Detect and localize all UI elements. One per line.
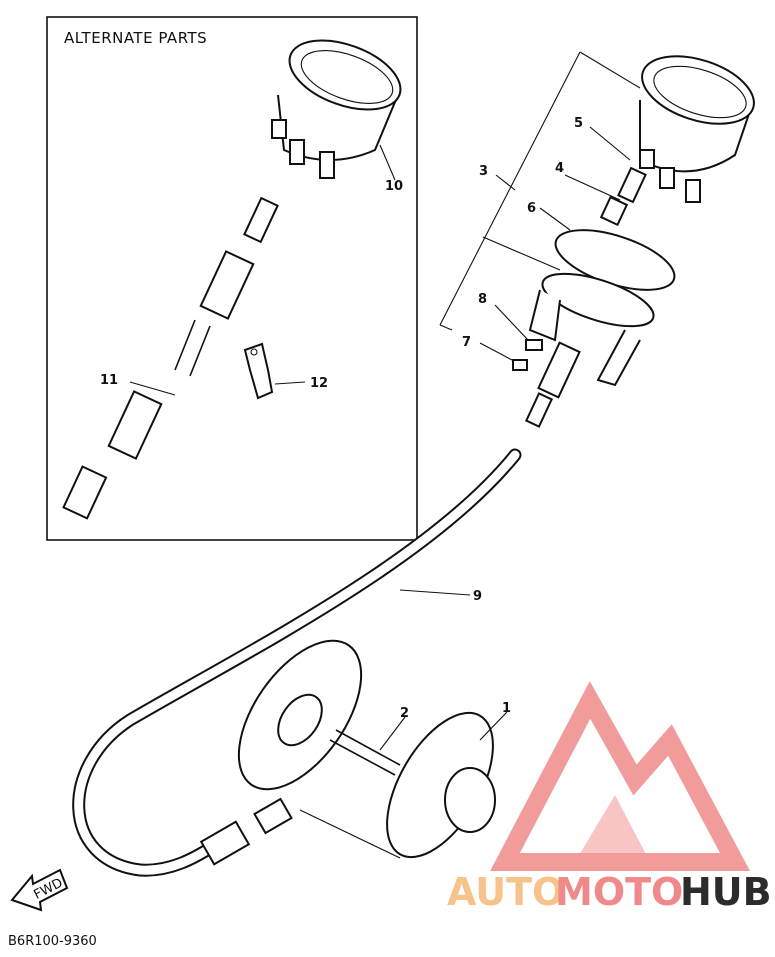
fwd-arrow: FWD bbox=[10, 868, 69, 912]
watermark-hub: HUB bbox=[680, 870, 772, 914]
drawing-code: B6R100-9360 bbox=[8, 934, 97, 949]
nut bbox=[512, 359, 528, 371]
watermark-auto: AUTO bbox=[447, 870, 564, 914]
callout-3: 3 bbox=[479, 164, 488, 179]
callout-10: 10 bbox=[385, 179, 403, 194]
cable-alt bbox=[62, 196, 279, 520]
callout-4: 4 bbox=[555, 161, 564, 176]
speedometer-gear-unit bbox=[386, 711, 496, 859]
callout-7: 7 bbox=[462, 335, 471, 350]
callout-9: 9 bbox=[473, 589, 482, 604]
watermark-logo bbox=[490, 681, 750, 871]
callout-1: 1 bbox=[502, 701, 511, 716]
brake-disc bbox=[237, 639, 401, 791]
fwd-label: FWD bbox=[31, 876, 65, 903]
bulb-socket bbox=[599, 195, 629, 227]
meter-main bbox=[639, 55, 755, 203]
washer bbox=[525, 339, 543, 351]
callout-12: 12 bbox=[310, 376, 328, 391]
cable-connector-top bbox=[524, 341, 581, 428]
callout-11: 11 bbox=[100, 373, 118, 388]
watermark-moto: MOTO bbox=[555, 870, 683, 914]
bulb bbox=[617, 166, 647, 204]
clamp-alt bbox=[243, 342, 274, 400]
callout-5: 5 bbox=[574, 116, 583, 131]
meter-housing bbox=[528, 229, 676, 387]
speedometer-cable bbox=[72, 448, 522, 877]
callout-6: 6 bbox=[527, 201, 536, 216]
group-bracket bbox=[439, 51, 581, 326]
watermark-text: AUTO MOTO HUB bbox=[447, 870, 772, 914]
callout-8: 8 bbox=[478, 292, 487, 307]
inset-title: ALTERNATE PARTS bbox=[64, 29, 207, 47]
meter-alt bbox=[271, 39, 402, 179]
alternate-parts-box bbox=[46, 16, 418, 541]
callout-2: 2 bbox=[400, 706, 409, 721]
